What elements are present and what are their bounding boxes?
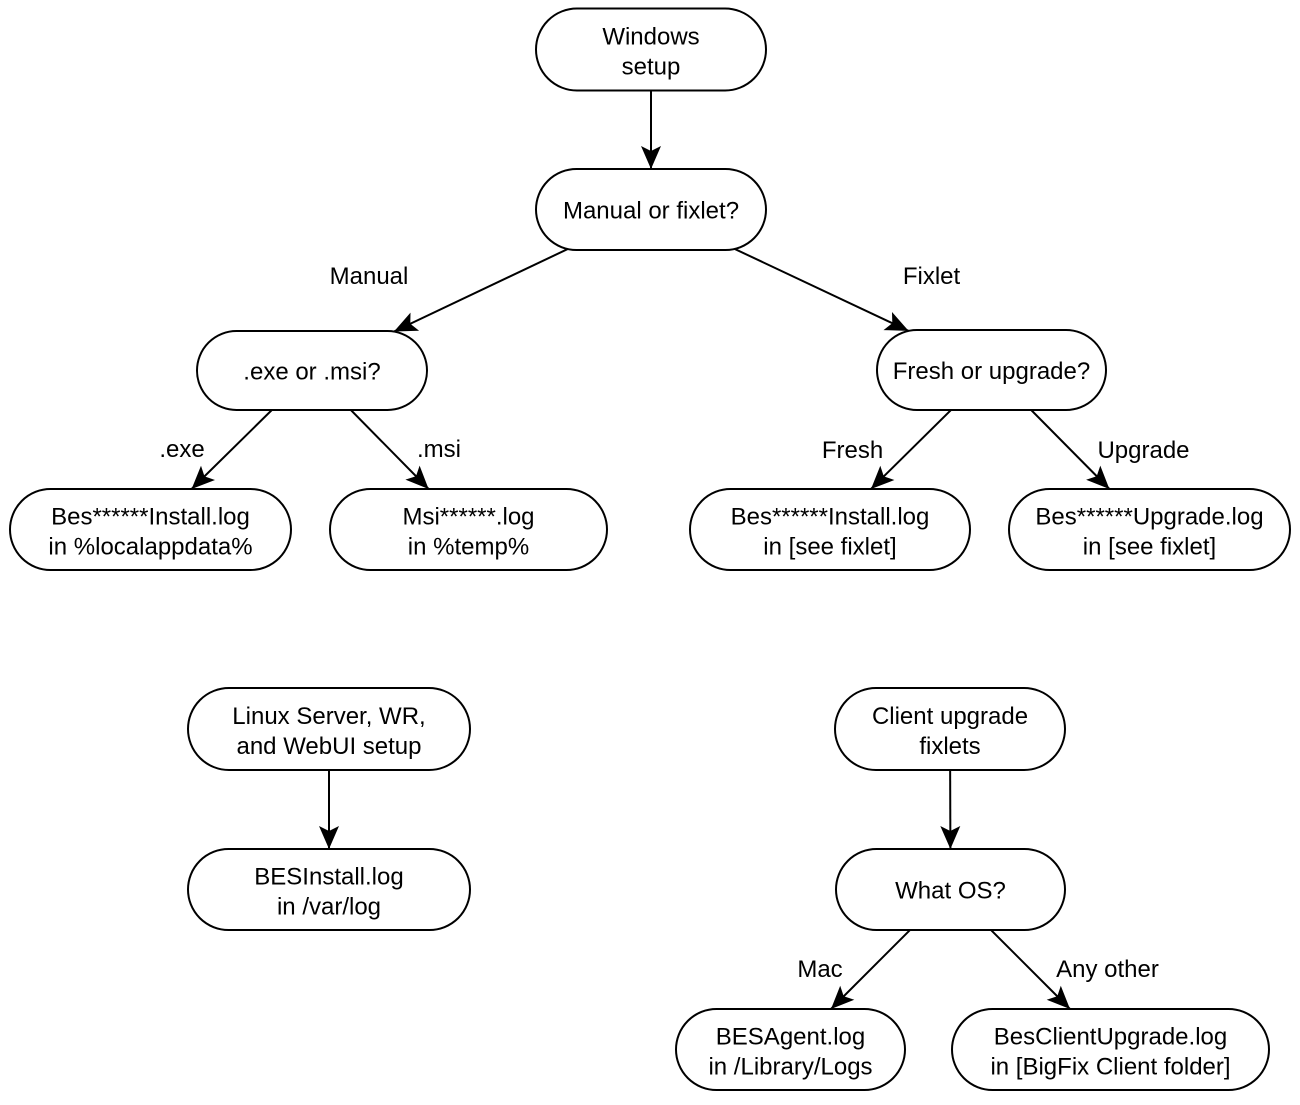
svg-text:Fresh or upgrade?: Fresh or upgrade? [893,358,1090,385]
svg-text:and WebUI setup: and WebUI setup [236,733,421,760]
svg-text:Bes******Install.log: Bes******Install.log [731,504,930,531]
svg-text:Any other: Any other [1056,956,1159,983]
svg-text:in %localappdata%: in %localappdata% [48,534,252,561]
svg-text:.msi: .msi [417,436,461,463]
svg-text:.exe or .msi?: .exe or .msi? [243,359,380,386]
svg-text:Bes******Install.log: Bes******Install.log [51,504,250,531]
svg-text:BESInstall.log: BESInstall.log [254,864,403,891]
svg-text:Client upgrade: Client upgrade [872,703,1028,730]
svg-text:in [see fixlet]: in [see fixlet] [763,534,896,561]
svg-text:Fresh: Fresh [822,437,883,464]
svg-text:Manual or fixlet?: Manual or fixlet? [563,198,739,225]
svg-text:BESAgent.log: BESAgent.log [716,1024,865,1051]
svg-text:Mac: Mac [797,956,842,983]
svg-text:in %temp%: in %temp% [408,534,529,561]
svg-text:Manual: Manual [330,263,409,290]
svg-text:in /var/log: in /var/log [277,894,381,921]
svg-text:Windows: Windows [602,24,699,51]
svg-text:in [BigFix Client folder]: in [BigFix Client folder] [990,1054,1230,1081]
svg-text:Linux Server, WR,: Linux Server, WR, [232,703,425,730]
svg-text:Fixlet: Fixlet [903,263,961,290]
svg-text:fixlets: fixlets [919,733,980,760]
svg-text:Bes******Upgrade.log: Bes******Upgrade.log [1035,504,1263,531]
svg-text:What OS?: What OS? [895,878,1006,905]
svg-text:in /Library/Logs: in /Library/Logs [708,1054,872,1081]
svg-text:in [see fixlet]: in [see fixlet] [1083,534,1216,561]
svg-text:.exe: .exe [159,436,204,463]
svg-text:BesClientUpgrade.log: BesClientUpgrade.log [994,1024,1227,1051]
svg-text:setup: setup [622,54,681,81]
svg-text:Upgrade: Upgrade [1097,437,1189,464]
svg-text:Msi******.log: Msi******.log [402,504,534,531]
